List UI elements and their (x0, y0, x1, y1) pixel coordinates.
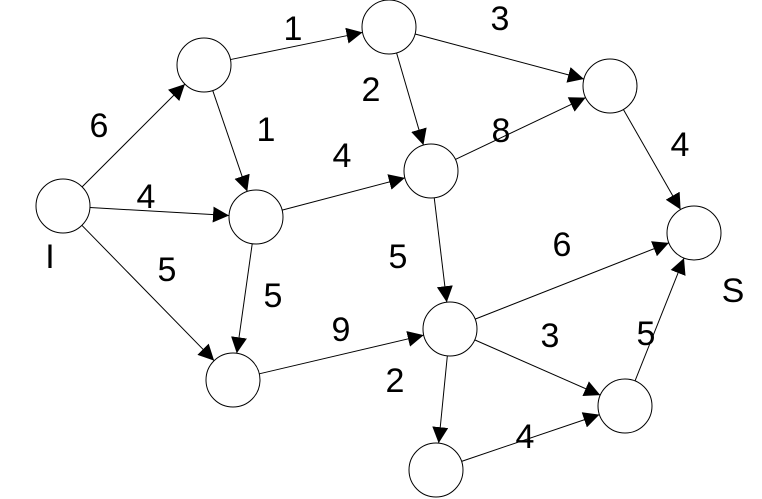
graph-node-n_low_right (597, 378, 653, 434)
edge-arrow-I-to-n_top_left (81, 83, 186, 188)
edge-arrow-n_mid_center-to-n_top_right (455, 97, 586, 160)
graph-node-n_low_center (422, 301, 478, 357)
edge-weight-label: 3 (491, 0, 510, 38)
sink-node-label: S (722, 272, 745, 310)
edge-weight-label: 4 (137, 178, 156, 216)
graph-node-n_mid_left (228, 189, 284, 245)
graph-node-n_low_left (205, 352, 261, 408)
edge-arrow-n_low_center-to-n_low_right (474, 339, 601, 397)
graph-node-n_top_right (582, 58, 638, 114)
edge-weight-label: 3 (541, 317, 560, 355)
source-node-label: I (45, 238, 54, 276)
edge-weight-label: 4 (333, 137, 352, 175)
edge-weight-label: 4 (516, 418, 535, 456)
edge-weight-label: 5 (389, 238, 408, 276)
edge-weight-label: 1 (284, 10, 303, 48)
edge-arrow-n_mid_left-to-n_mid_center (281, 174, 406, 211)
graph-node-n_bottom (408, 442, 464, 498)
edge-weight-label: 4 (671, 126, 690, 164)
edge-arrow-n_top_left-to-n_mid_left (212, 90, 250, 192)
edge-arrow-I-to-n_mid_left (89, 206, 230, 223)
edge-weight-label: 5 (264, 277, 283, 315)
edge-weight-label: 2 (362, 71, 381, 109)
edge-weight-label: 9 (332, 311, 351, 349)
edge-arrow-I-to-n_low_left (81, 224, 215, 362)
edge-arrow-n_mid_left-to-n_low_left (231, 243, 253, 354)
edge-arrow-n_bottom-to-n_low_right (461, 412, 600, 462)
edge-arrow-n_mid_center-to-n_low_center (433, 197, 453, 303)
graph-node-S (666, 205, 722, 261)
edge-weight-label: 2 (386, 362, 405, 400)
edge-arrow-n_low_center-to-S (474, 241, 670, 320)
edge-arrow-n_top_mid-to-n_mid_center (396, 52, 427, 146)
graph-node-I (35, 178, 91, 234)
edge-arrow-n_low_right-to-S (634, 257, 686, 382)
graph-node-n_top_mid (361, 0, 417, 55)
edge-arrow-n_top_left-to-n_top_mid (230, 27, 363, 61)
graph-node-n_mid_center (403, 143, 459, 199)
edge-arrow-n_top_mid-to-n_top_right (414, 33, 585, 83)
edge-arrow-n_low_center-to-n_bottom (432, 355, 449, 444)
edge-weight-label: 5 (158, 251, 177, 289)
graph-node-n_top_left (176, 37, 232, 93)
edge-weight-label: 1 (257, 111, 276, 149)
edge-weight-label: 6 (553, 226, 572, 264)
edges-layer (81, 27, 686, 462)
edge-arrow-n_low_left-to-n_low_center (259, 331, 424, 375)
edge-weight-label: 5 (637, 315, 656, 353)
nodes-layer (35, 0, 722, 498)
edge-arrow-n_top_right-to-S (622, 109, 682, 210)
edge-weight-label: 6 (90, 107, 109, 145)
edge-weight-label: 8 (492, 112, 511, 150)
